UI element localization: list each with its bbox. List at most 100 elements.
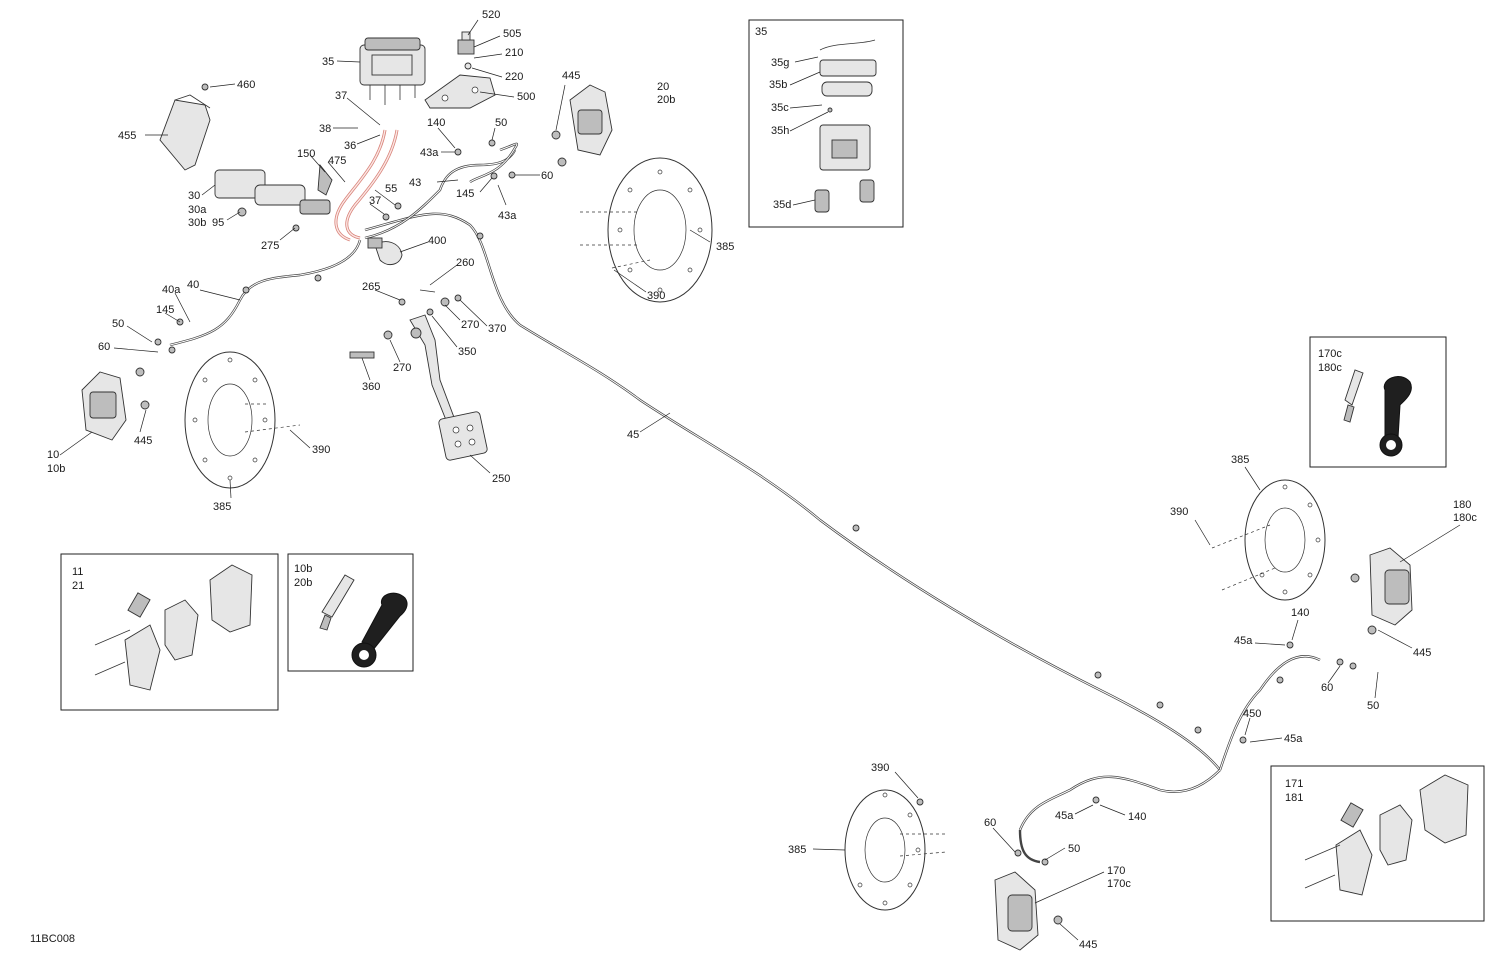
callout-460: 460 <box>237 79 255 91</box>
callout-170c: 170c <box>1107 878 1131 890</box>
callout-140-rr: 140 <box>1291 607 1309 619</box>
inset-35-label-35b: 35b <box>769 79 787 91</box>
callout-50-top: 50 <box>495 117 507 129</box>
callout-45a-center: 45a <box>1284 733 1303 745</box>
callout-37-lower: 37 <box>369 195 381 207</box>
callout-30b: 30b <box>188 217 206 229</box>
callout-390-fl: 390 <box>312 444 330 456</box>
callout-385-rl: 385 <box>788 844 806 856</box>
callout-445-rl: 445 <box>1079 939 1097 951</box>
inset-170c: 170c 180c <box>1309 336 1447 468</box>
callout-40a: 40a <box>162 284 181 296</box>
inset-171-line1: 171 <box>1285 778 1303 790</box>
callout-37-top: 37 <box>335 90 347 102</box>
callout-38: 38 <box>319 123 331 135</box>
callout-30: 30 <box>188 190 200 202</box>
callout-150: 150 <box>297 148 315 160</box>
callout-455: 455 <box>118 130 136 142</box>
callout-275: 275 <box>261 240 279 252</box>
callout-145-top: 145 <box>456 188 474 200</box>
brake-pedal-250 <box>349 289 488 461</box>
callout-270-lower: 270 <box>393 362 411 374</box>
callout-60-rr: 60 <box>1321 682 1333 694</box>
callout-55: 55 <box>385 183 397 195</box>
inset-35-label-35c: 35c <box>771 102 789 114</box>
callout-445-fr: 445 <box>562 70 580 82</box>
callout-270-right: 270 <box>461 319 479 331</box>
callout-370: 370 <box>488 323 506 335</box>
disc-front-left <box>184 351 301 489</box>
callout-385-fl: 385 <box>213 501 231 513</box>
caliper-170 <box>994 871 1063 951</box>
callout-180c: 180c <box>1453 512 1477 524</box>
callout-140-rl: 140 <box>1128 811 1146 823</box>
caliper-20 <box>551 84 613 167</box>
callout-350: 350 <box>458 346 476 358</box>
callout-45a-rl: 45a <box>1055 810 1074 822</box>
inset-35-title: 35 <box>755 26 767 38</box>
callout-400: 400 <box>428 235 446 247</box>
callout-60-left: 60 <box>98 341 110 353</box>
callout-50-rl: 50 <box>1068 843 1080 855</box>
callout-36: 36 <box>344 140 356 152</box>
callout-30a: 30a <box>188 204 207 216</box>
callout-95: 95 <box>212 217 224 229</box>
callout-475: 475 <box>328 155 346 167</box>
callout-390-fr: 390 <box>647 290 665 302</box>
switch-400 <box>367 237 403 266</box>
callout-43: 43 <box>409 177 421 189</box>
callout-50-rr: 50 <box>1367 700 1379 712</box>
inset-35-label-35d: 35d <box>773 199 791 211</box>
inset-10b-line1: 10b <box>294 563 312 575</box>
callout-35: 35 <box>322 56 334 68</box>
inset-10b: 10b 20b <box>287 553 414 672</box>
brake-lines <box>169 129 1321 864</box>
fittings <box>154 139 1357 866</box>
inset-35-label-35g: 35g <box>771 57 789 69</box>
callout-210: 210 <box>505 47 523 59</box>
callout-505: 505 <box>503 28 521 40</box>
callout-20b: 20b <box>657 94 675 106</box>
callout-385-fr: 385 <box>716 241 734 253</box>
callout-50-left: 50 <box>112 318 124 330</box>
inset-170c-line1: 170c <box>1318 348 1342 360</box>
caliper-180 <box>1350 547 1413 635</box>
callout-520: 520 <box>482 9 500 21</box>
reservoir-35 <box>359 37 426 105</box>
callout-45: 45 <box>627 429 639 441</box>
callout-labels: 520 505 210 220 500 35 460 455 37 38 36 … <box>47 9 1477 951</box>
callout-140-top: 140 <box>427 117 445 129</box>
disc-front-right <box>580 157 713 303</box>
inset-11-line1: 11 <box>72 566 83 578</box>
inset-35: 35 35g 35b 35c 35h 35d <box>748 19 904 228</box>
callout-445-rr: 445 <box>1413 647 1431 659</box>
inset-11-line2: 21 <box>72 580 84 592</box>
callout-145-left: 145 <box>156 304 174 316</box>
switch-505-520 <box>457 31 475 70</box>
inset-170c-line2: 180c <box>1318 362 1342 374</box>
callout-260: 260 <box>456 257 474 269</box>
callout-385-rr: 385 <box>1231 454 1249 466</box>
callout-45a-rr: 45a <box>1234 635 1253 647</box>
inset-11: 11 21 <box>60 553 279 711</box>
disc-rear-right <box>1211 479 1326 601</box>
callout-170: 170 <box>1107 865 1125 877</box>
callout-40: 40 <box>187 279 199 291</box>
callout-20: 20 <box>657 81 669 93</box>
callout-445-fl: 445 <box>134 435 152 447</box>
master-cylinder-30 <box>214 163 333 232</box>
callout-360: 360 <box>362 381 380 393</box>
disc-rear-left <box>844 789 947 911</box>
inset-35-label-35h: 35h <box>771 125 789 137</box>
callout-43a-lower: 43a <box>498 210 517 222</box>
callout-220: 220 <box>505 71 523 83</box>
callout-265: 265 <box>362 281 380 293</box>
callout-180: 180 <box>1453 499 1471 511</box>
heat-shield-455 <box>159 83 211 171</box>
caliper-10 <box>81 367 150 441</box>
callout-390-rl: 390 <box>871 762 889 774</box>
inset-171-line2: 181 <box>1285 792 1303 804</box>
callout-60-top: 60 <box>541 170 553 182</box>
callout-450: 450 <box>1243 708 1261 720</box>
